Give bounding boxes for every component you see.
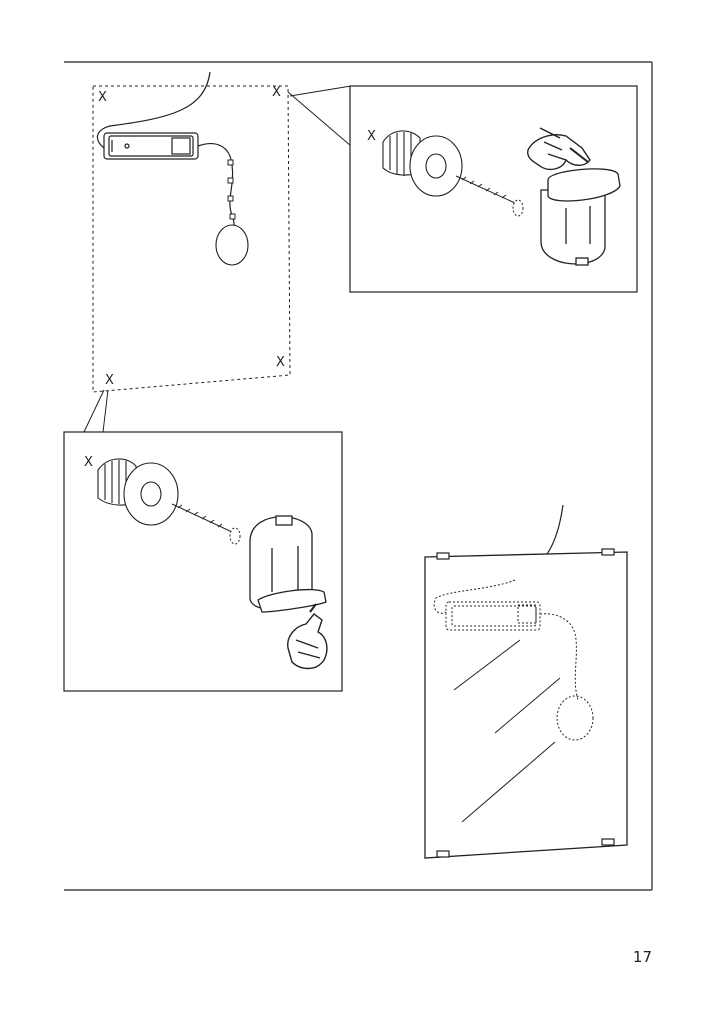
power-supply-icon	[103, 132, 199, 160]
mounting-bracket-icon	[249, 515, 327, 613]
wall-plug-icon	[382, 130, 463, 197]
mirror-corner-clips	[436, 548, 615, 858]
detail-top-contents: X	[367, 127, 621, 266]
drill-mark: X	[272, 85, 281, 100]
screw-icon	[171, 503, 241, 545]
page-number: 17	[632, 948, 652, 966]
callout-pointer-top	[287, 85, 352, 147]
mounting-bracket-icon	[540, 168, 621, 266]
drill-mark: X	[98, 90, 107, 105]
drill-mark: X	[276, 355, 285, 370]
hidden-components	[433, 579, 594, 741]
sensor-disc-icon	[215, 224, 249, 266]
press-hand-icon	[526, 127, 591, 171]
mirror-icon	[424, 504, 628, 859]
mirror-reflection-lines	[453, 639, 561, 823]
mirror-panel	[424, 551, 628, 859]
screw-icon	[455, 175, 524, 217]
cable-clip-group	[227, 159, 236, 220]
wall-plug-icon	[97, 458, 179, 526]
drill-mark: X	[105, 373, 114, 388]
callout-pointer-bottom	[83, 389, 109, 433]
drill-mark: X	[367, 129, 376, 144]
press-hand-icon	[287, 603, 328, 670]
detail-bottom-contents: X	[84, 455, 328, 670]
power-cable	[96, 71, 211, 149]
drill-mark: X	[84, 455, 93, 470]
wall-template-outline	[92, 85, 291, 393]
page-frame	[64, 61, 653, 891]
drill-mark-group: X X X X	[98, 85, 285, 388]
